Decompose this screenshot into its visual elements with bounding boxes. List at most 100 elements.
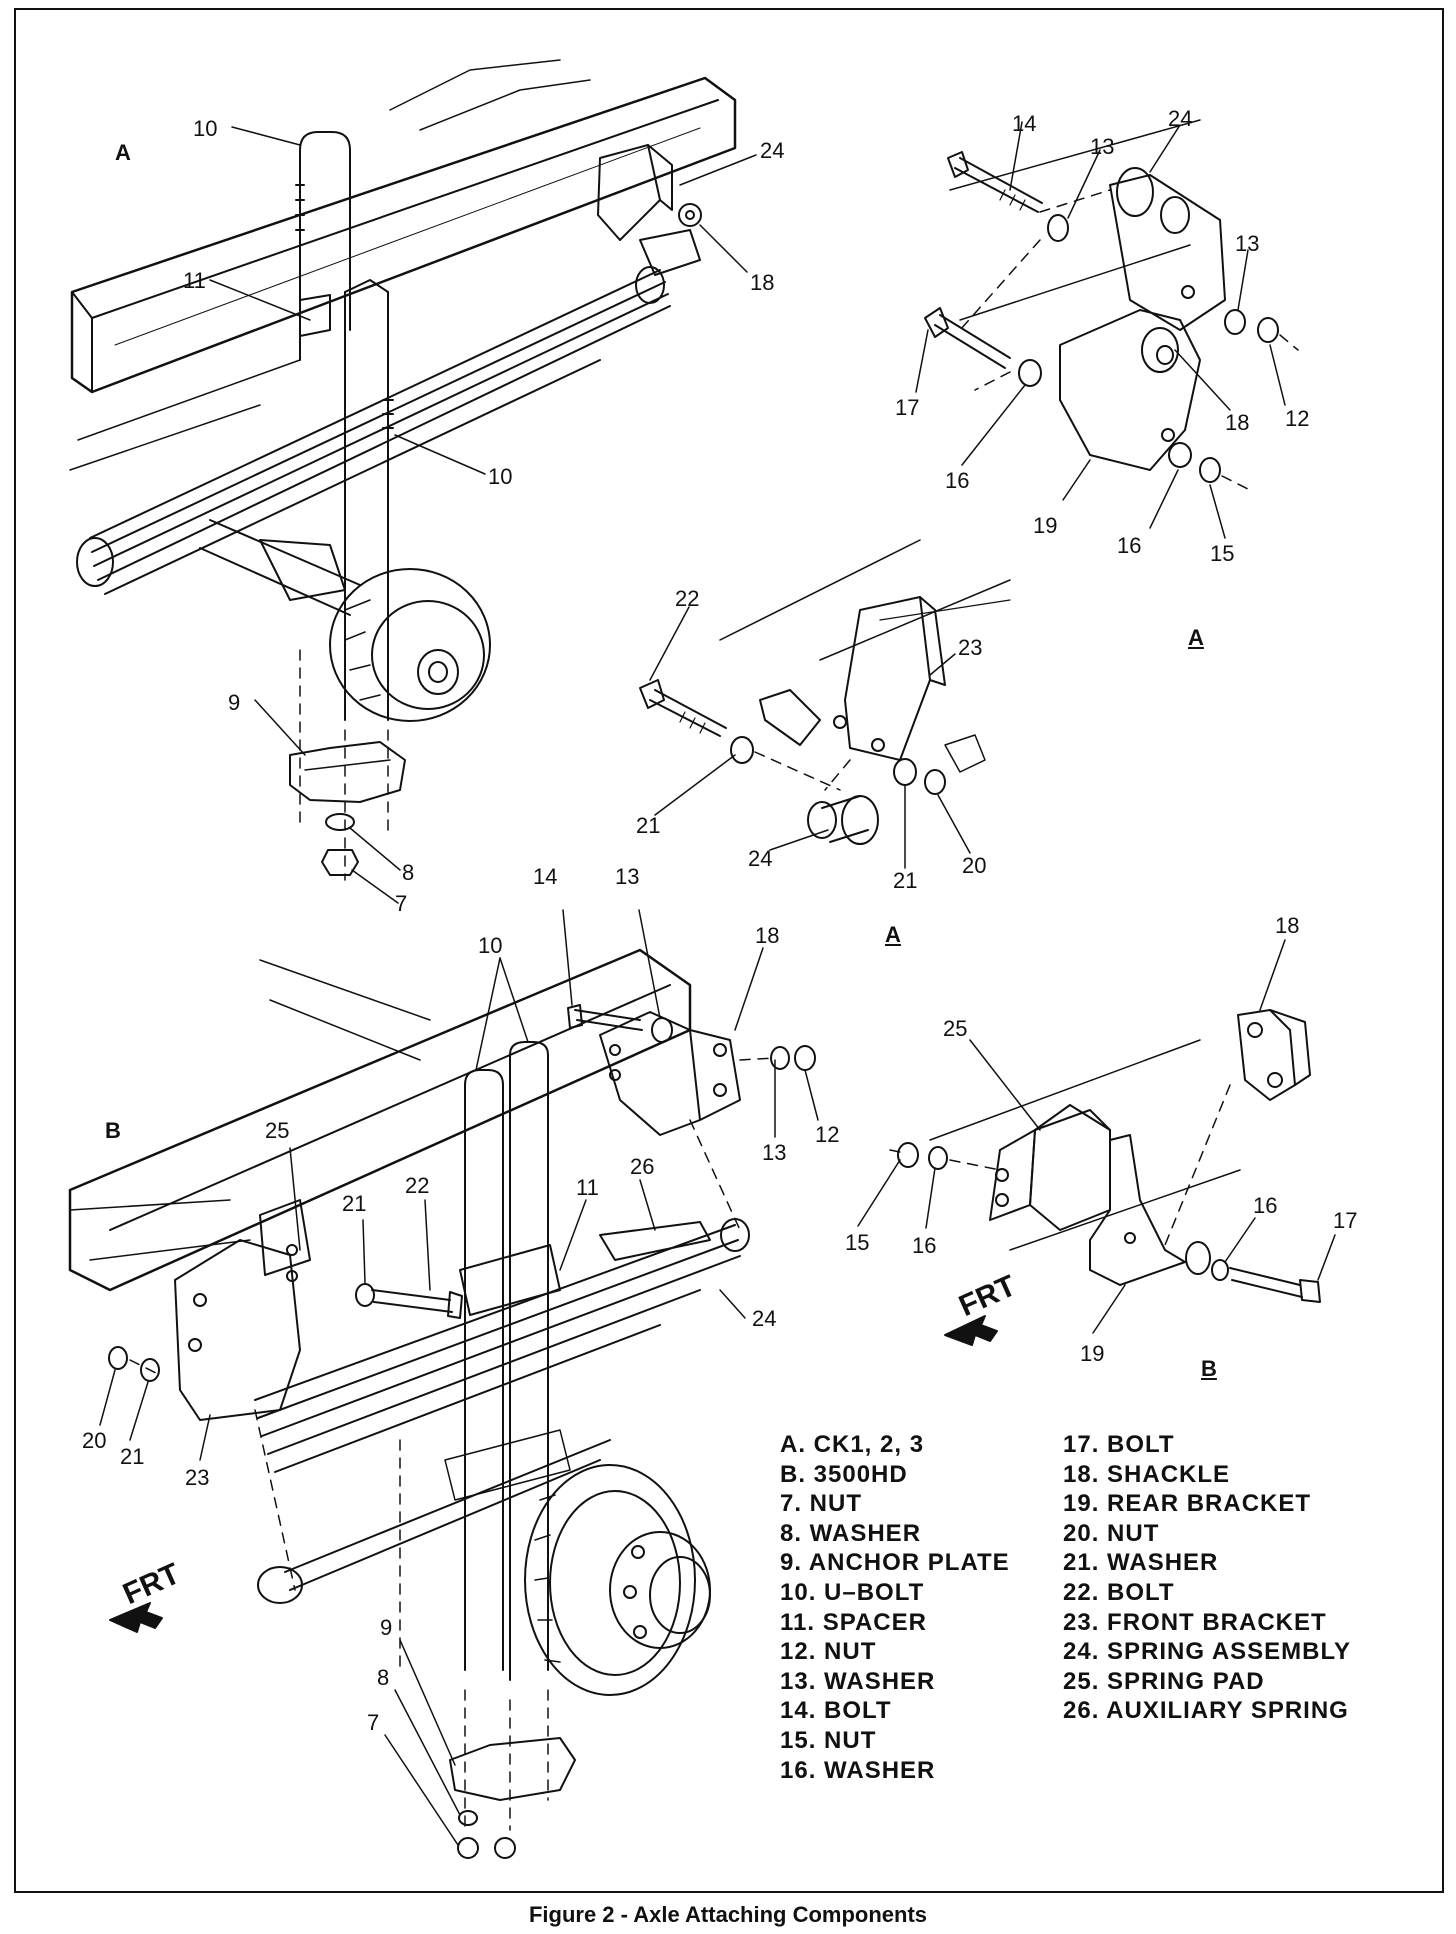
legend-item: 12. NUT	[780, 1638, 877, 1666]
legend-item: 17. BOLT	[1063, 1431, 1175, 1458]
frame-rail	[69, 59, 737, 471]
frt-arrow-left	[109, 1602, 163, 1633]
callout-v2-12: 12	[1285, 406, 1310, 431]
callout-v2-18: 18	[1225, 410, 1250, 435]
legend-item: 20. NUT	[1063, 1519, 1160, 1547]
callout-v1-9: 9	[228, 690, 241, 715]
view-b-shackle-bracket-detail	[889, 1009, 1321, 1346]
section-label-b-right: B	[1201, 1356, 1217, 1381]
u-bolt-10-upper	[295, 131, 351, 361]
washer-21-b	[355, 1283, 375, 1307]
washer-16-lower	[1168, 442, 1192, 468]
callout-v4-10: 10	[478, 933, 503, 958]
callout-v1-10-lower: 10	[488, 464, 513, 489]
callout-v3-23: 23	[958, 635, 983, 660]
callout-v4-14: 14	[533, 864, 558, 889]
section-label-a-top-right: A	[1188, 625, 1204, 650]
callout-v1-10-top: 10	[193, 116, 218, 141]
leaf-spring	[76, 266, 671, 595]
rear-bracket-19	[1059, 309, 1201, 471]
nut-12	[1257, 317, 1279, 343]
callout-v4-21: 21	[342, 1191, 367, 1216]
callout-v4-23: 23	[185, 1465, 210, 1490]
washer-16	[1018, 359, 1042, 387]
legend-item: 13. WASHER	[780, 1667, 936, 1695]
shackle-18-b	[1237, 1009, 1296, 1101]
washer-16-b	[1211, 1259, 1229, 1281]
nut-15	[1199, 457, 1221, 483]
callout-v4-8: 8	[377, 1665, 390, 1690]
callout-v4-13: 13	[615, 864, 640, 889]
callout-v1-18: 18	[750, 270, 775, 295]
section-label-b-left: B	[105, 1118, 121, 1143]
callout-v4-25: 25	[265, 1118, 290, 1143]
bolt-14	[954, 157, 1043, 213]
bolt-14-b	[574, 1009, 643, 1031]
legend-item: 15. NUT	[780, 1726, 877, 1754]
spring-pad-25-b	[1029, 1109, 1111, 1231]
brake-rotor-hub	[524, 1464, 711, 1696]
washer-13-b	[651, 1017, 673, 1043]
legend-item: 22. BOLT	[1063, 1578, 1175, 1606]
legend-item: B. 3500HD	[780, 1460, 908, 1488]
legend-item: 11. SPACER	[780, 1608, 927, 1636]
legend-item: 9. ANCHOR PLATE	[780, 1549, 1010, 1577]
callout-v3-24: 24	[748, 846, 773, 871]
washer-13	[1047, 214, 1069, 242]
u-bolt-10-lower	[344, 279, 394, 721]
callout-v3-21-right: 21	[893, 868, 918, 893]
legend-item: 23. FRONT BRACKET	[1063, 1608, 1327, 1636]
callout-v4-24: 24	[752, 1306, 777, 1331]
washer-21	[730, 736, 754, 764]
spacer-11-b	[459, 1244, 561, 1316]
view-a-rear-bracket-detail	[924, 119, 1299, 491]
section-label-a-center: A	[885, 922, 901, 947]
nut-20-b	[108, 1346, 128, 1370]
callout-v4-26: 26	[630, 1154, 655, 1179]
washer-21-right	[893, 758, 917, 786]
callout-v5-25: 25	[943, 1016, 968, 1041]
callout-v2-15: 15	[1210, 541, 1235, 566]
nut-20	[924, 769, 946, 795]
spacer-11	[299, 294, 331, 337]
callout-v4-22: 22	[405, 1173, 430, 1198]
callout-v4-7: 7	[367, 1710, 380, 1735]
washer-8-b	[458, 1810, 478, 1826]
callout-v2-16: 16	[945, 468, 970, 493]
legend-item: 19. REAR BRACKET	[1063, 1490, 1312, 1518]
legend-item: 14. BOLT	[780, 1697, 892, 1725]
washer-13-right	[1224, 309, 1246, 335]
bolt-17	[934, 314, 1011, 369]
bolt-17-b	[1229, 1267, 1303, 1298]
washer-8	[325, 813, 355, 831]
callout-v2-16-lower: 16	[1117, 533, 1142, 558]
bolt-22	[649, 689, 727, 737]
callout-v5-17: 17	[1333, 1208, 1358, 1233]
washer-13-b-right	[770, 1046, 790, 1070]
callout-v1-11: 11	[183, 268, 206, 293]
callout-v4-12: 12	[815, 1122, 840, 1147]
callout-v3-22: 22	[675, 586, 700, 611]
callout-v4-21-left: 21	[120, 1444, 145, 1469]
callout-v4-9: 9	[380, 1615, 393, 1640]
legend-item: 24. SPRING ASSEMBLY	[1063, 1638, 1351, 1666]
callout-v1-24: 24	[760, 138, 785, 163]
callout-v2-13: 13	[1090, 134, 1115, 159]
frame-rail-b	[68, 948, 692, 1292]
legend-item: 16. WASHER	[780, 1756, 936, 1784]
callout-v5-15: 15	[845, 1230, 870, 1255]
callout-leaders	[99, 121, 1336, 1846]
callout-v5-19: 19	[1080, 1341, 1105, 1366]
axle-tube	[199, 519, 361, 616]
legend-left-column: A. CK1, 2, 3 B. 3500HD 7. NUT 8. WASHER …	[780, 1430, 1010, 1785]
anchor-plate-9-b	[449, 1737, 576, 1801]
callout-v1-8: 8	[402, 860, 415, 885]
washer-21-b-left	[140, 1358, 160, 1382]
rear-bracket-19-b	[1089, 1134, 1186, 1286]
section-label-a-top-left: A	[115, 140, 131, 165]
nut-7	[321, 849, 359, 876]
rear-hanger-24	[597, 144, 702, 276]
view-a-rear-axle-assembly	[69, 59, 737, 881]
figure-caption: Figure 2 - Axle Attaching Components	[528, 1902, 928, 1927]
